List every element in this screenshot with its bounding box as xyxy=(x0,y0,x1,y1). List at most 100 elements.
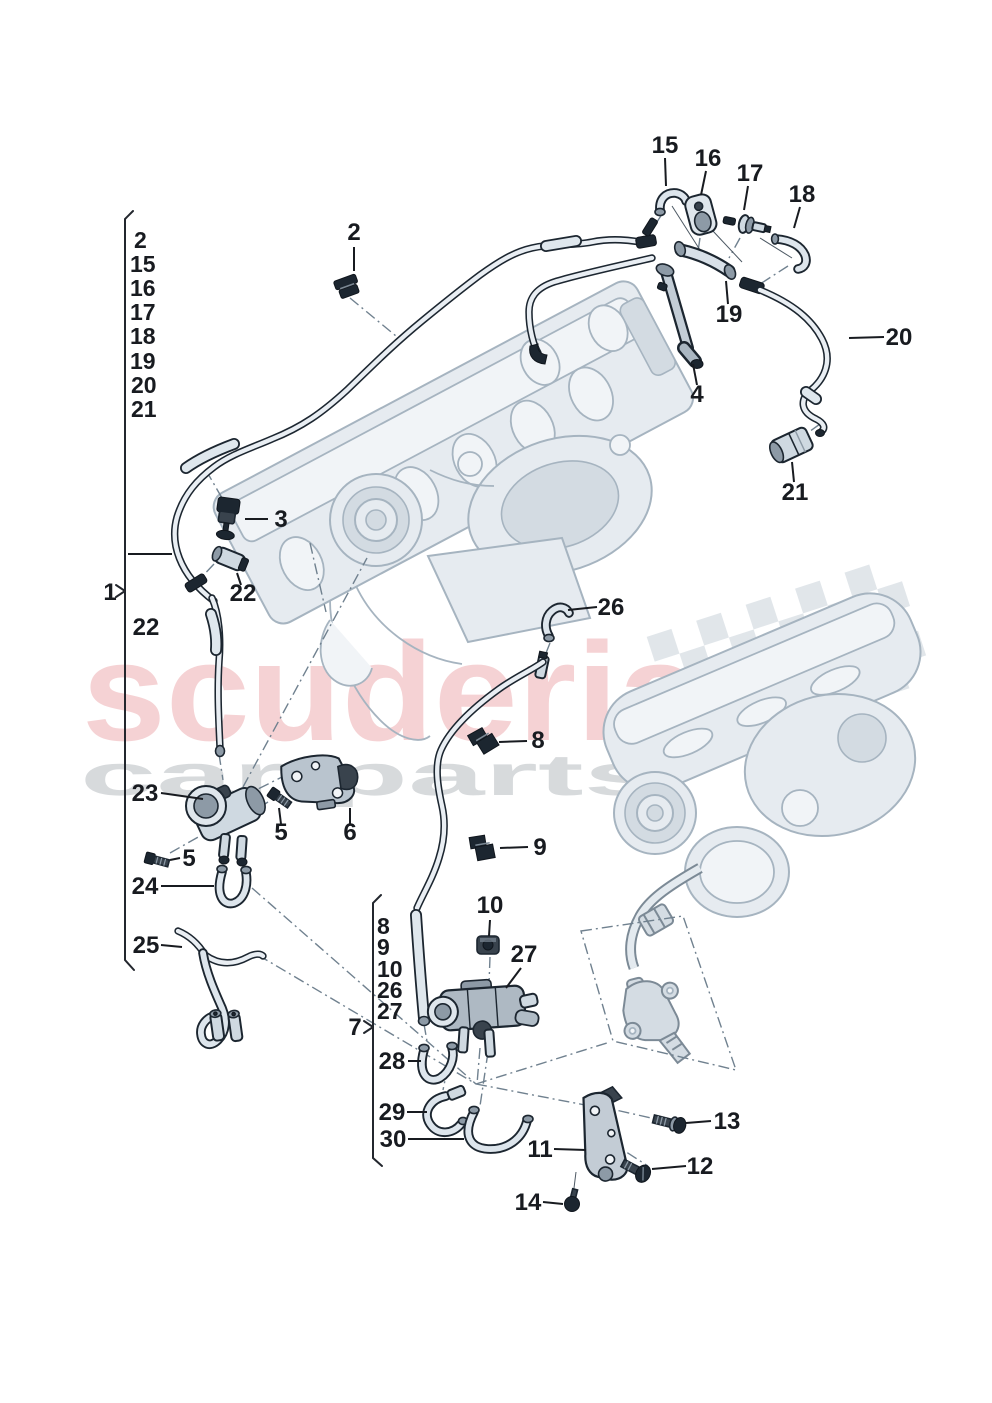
middle-pipe-sleeve xyxy=(410,909,430,1024)
callout-12: 12 xyxy=(687,1153,714,1180)
part-29-fitting xyxy=(446,1084,467,1101)
callout-24: 24 xyxy=(132,873,159,900)
part-28-opening xyxy=(446,1041,458,1051)
callout-16: 16 xyxy=(695,145,722,172)
part-26-opening xyxy=(543,633,555,643)
callout-19: 19 xyxy=(716,301,743,328)
callout-10: 10 xyxy=(477,892,504,919)
part-30-hose xyxy=(463,1107,532,1154)
pipe-sleeve xyxy=(180,438,240,474)
part-19-end xyxy=(723,264,737,280)
part-14-rivet xyxy=(564,1187,580,1212)
callout-18: 18 xyxy=(789,181,816,208)
callout-5a: 5 xyxy=(274,819,287,846)
part-5-screw xyxy=(143,851,171,868)
sensor-illustration xyxy=(622,863,703,1065)
group1-item-18: 18 xyxy=(130,323,156,349)
part-17-valve xyxy=(722,214,772,234)
part-5-screw xyxy=(266,786,293,810)
callout-15: 15 xyxy=(652,132,679,159)
group7-item-26: 26 xyxy=(377,977,403,1003)
callout-labels: 2 15 16 17 18 19 20 21 1 22 8 9 10 26 27… xyxy=(103,132,912,1216)
part-15-elbow xyxy=(655,188,691,215)
parts-artwork xyxy=(143,188,831,1212)
hose-22-nipple xyxy=(214,744,226,758)
part-6-bracket xyxy=(280,754,359,811)
part-30-opening xyxy=(468,1105,480,1115)
callout-27: 27 xyxy=(511,941,538,968)
leader-lines xyxy=(160,157,885,1205)
part-24-opening xyxy=(216,864,228,874)
group1-sub-item-22: 22 xyxy=(133,614,160,641)
callout-26: 26 xyxy=(598,594,625,621)
group1-item-2: 2 xyxy=(134,227,147,253)
callout-30: 30 xyxy=(380,1126,407,1153)
branch-elbow-fitting xyxy=(529,343,548,365)
vacuum-pipe-branch xyxy=(525,254,656,357)
group1-item-20: 20 xyxy=(131,372,157,398)
callout-28: 28 xyxy=(379,1048,406,1075)
part-15-opening xyxy=(654,207,666,217)
group1-item-16: 16 xyxy=(130,275,156,301)
callout-8: 8 xyxy=(531,727,544,754)
part-11-bracket xyxy=(582,1085,629,1182)
part-18-opening xyxy=(770,233,780,245)
part-12-screw xyxy=(619,1158,652,1183)
group7-label: 7 xyxy=(348,1014,361,1041)
pipe-20-end xyxy=(815,429,825,437)
part-21-cap xyxy=(768,426,814,464)
group1-item-15: 15 xyxy=(130,251,156,277)
callout-2: 2 xyxy=(347,219,360,246)
pipe-barb-fitting xyxy=(642,217,658,237)
callout-21: 21 xyxy=(782,479,809,506)
pipe-sleeve xyxy=(540,235,582,252)
part-25-pipe xyxy=(174,927,267,967)
group7-item-9: 9 xyxy=(377,934,390,960)
callout-22: 22 xyxy=(230,580,257,607)
part-30-opening xyxy=(522,1114,534,1124)
watermark-tagline-text: car parts xyxy=(80,743,660,808)
group1-arrow xyxy=(115,584,126,598)
middle-pipe-end xyxy=(417,1015,431,1027)
callout-25: 25 xyxy=(133,932,160,959)
group1-item-21: 21 xyxy=(131,396,157,422)
pipe-end-fitting xyxy=(635,234,657,249)
group7-item-8: 8 xyxy=(377,913,390,939)
part-24-opening xyxy=(240,865,252,875)
vacuum-pipe-middle xyxy=(413,658,547,912)
part-16-grommet xyxy=(684,193,718,236)
group7-bracket xyxy=(372,894,383,1167)
part-22-stub xyxy=(211,545,250,572)
part-19-hose xyxy=(674,243,736,278)
part-19-end xyxy=(673,240,687,258)
part-3-clip xyxy=(215,496,241,541)
callout-5b: 5 xyxy=(182,845,195,872)
callout-4: 4 xyxy=(690,381,704,408)
callout-23: 23 xyxy=(132,780,159,807)
group1-item-19: 19 xyxy=(130,348,156,374)
part-25-nipples xyxy=(209,1009,244,1043)
group1-bracket xyxy=(124,210,135,971)
group7-item-10: 10 xyxy=(377,956,403,982)
pipe-7-connector-tip xyxy=(537,650,549,660)
engine-illustration-right xyxy=(602,592,922,1065)
part-23-valve xyxy=(185,784,266,867)
callout-20: 20 xyxy=(886,324,913,351)
callout-29: 29 xyxy=(379,1099,406,1126)
callout-6: 6 xyxy=(343,819,356,846)
part-4-connector xyxy=(655,263,704,369)
hose-22-sleeve xyxy=(205,608,223,656)
group1-item-17: 17 xyxy=(130,299,156,325)
watermark-brand-text: scuderia xyxy=(82,613,703,770)
callout-9: 9 xyxy=(533,834,546,861)
callout-13: 13 xyxy=(714,1108,741,1135)
part-2-clip xyxy=(333,273,360,299)
part-28-hose xyxy=(417,1043,458,1085)
callout-14: 14 xyxy=(515,1189,542,1216)
part-29-hose xyxy=(422,1091,466,1138)
part-18-elbow xyxy=(771,234,811,274)
group-brackets xyxy=(115,210,383,1167)
part-8-clip xyxy=(466,727,500,755)
